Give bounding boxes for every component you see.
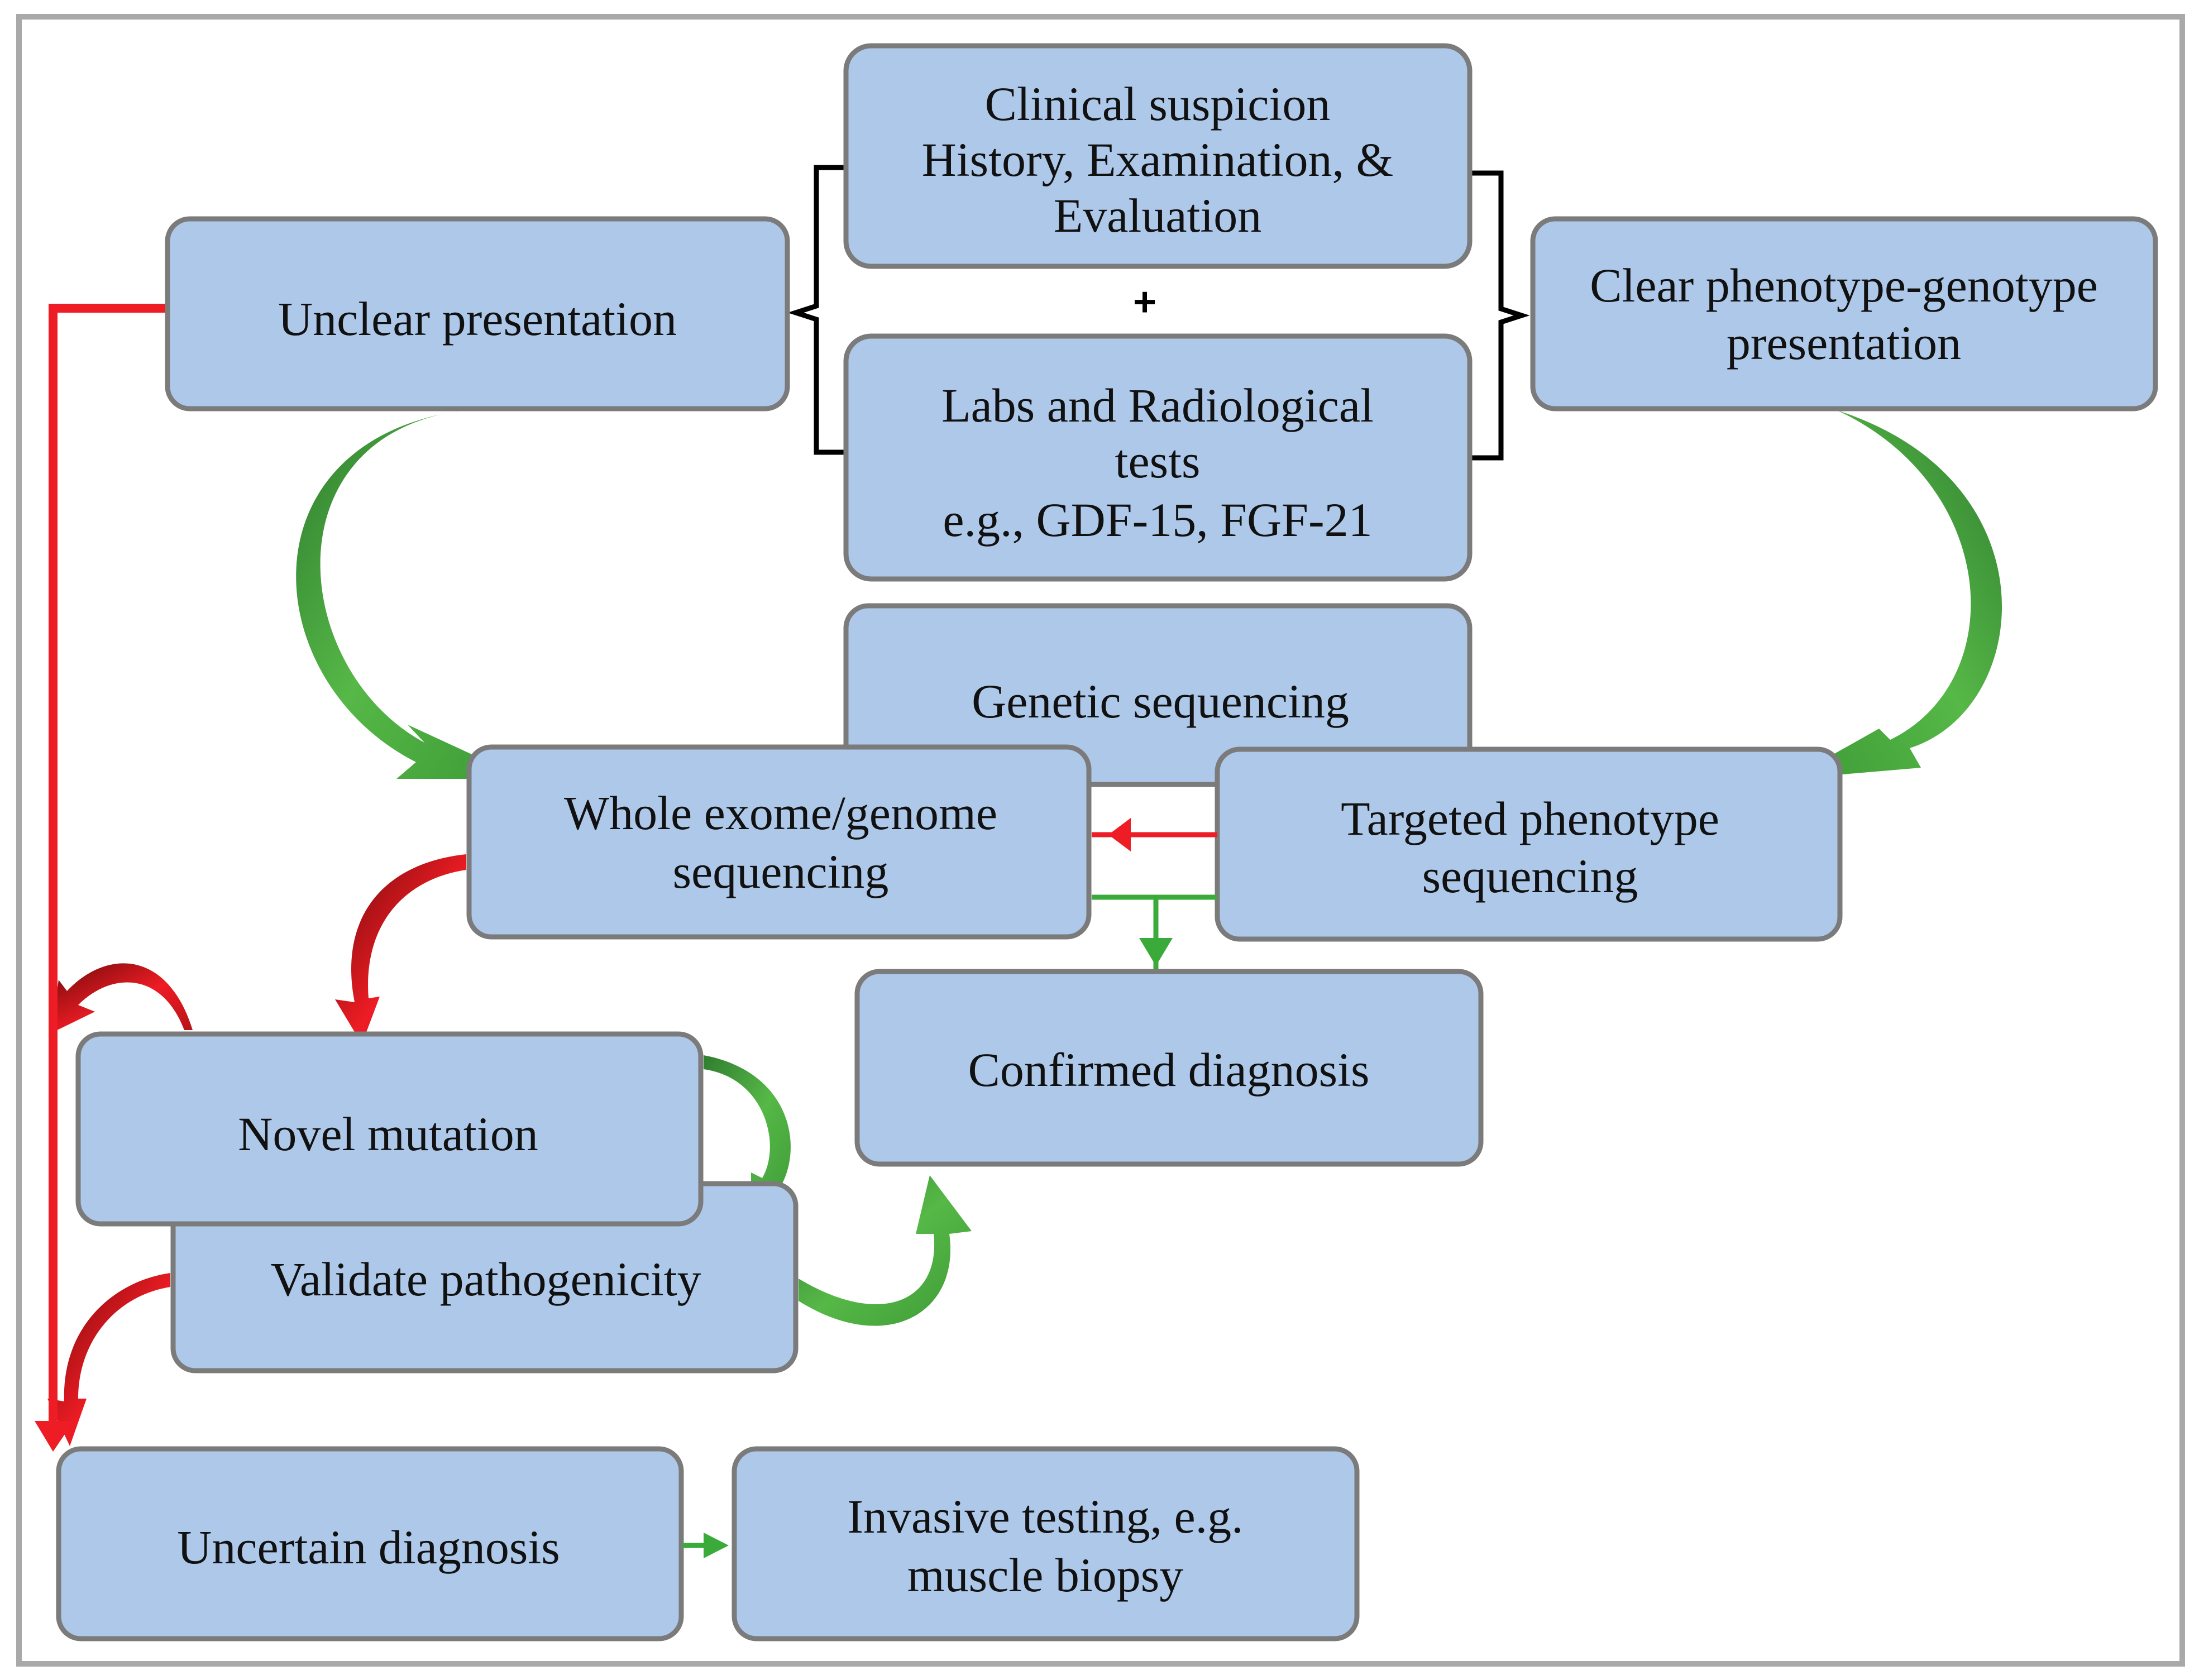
node-clear-phenotype-genotype: Clear phenotype-genotype presentation	[1530, 216, 2158, 411]
arrowhead-green-down	[1139, 938, 1173, 966]
genetic-sequencing-label: Genetic sequencing	[972, 674, 1349, 728]
node-targeted-phenotype: Targeted phenotype sequencing	[1215, 746, 1843, 942]
arrowhead-to-uncertain	[35, 1421, 74, 1452]
novel-mutation-label: Novel mutation	[238, 1107, 538, 1161]
node-invasive-testing: Invasive testing, e.g. muscle biopsy	[732, 1446, 1360, 1641]
curved-arrow-novel-to-validate	[704, 1055, 793, 1217]
clear-presentation-line-2: presentation	[1727, 316, 1961, 370]
invasive-testing-line-2: muscle biopsy	[907, 1548, 1183, 1602]
node-novel-mutation: Novel mutation	[75, 1031, 704, 1227]
arrowhead-green-right	[704, 1533, 729, 1558]
node-labs-radiological: Labs and Radiological tests e.g., GDF-15…	[843, 333, 1473, 582]
clinical-suspicion-line-1: Clinical suspicion	[985, 77, 1331, 131]
node-clinical-suspicion: Clinical suspicion History, Examination,…	[843, 43, 1473, 269]
node-confirmed-diagnosis: Confirmed diagnosis	[854, 969, 1484, 1167]
curved-arrow-validate-to-confirmed	[799, 1175, 972, 1326]
right-bracket	[1469, 170, 1530, 461]
clinical-suspicion-line-2: History, Examination, &	[922, 133, 1394, 186]
targeted-line-2: sequencing	[1422, 849, 1638, 903]
curved-arrow-novel-to-line	[51, 963, 193, 1033]
node-unclear-presentation: Unclear presentation	[165, 216, 790, 411]
labs-line-3: e.g., GDF-15, FGF-21	[943, 493, 1372, 547]
plus-sign: +	[1133, 280, 1156, 324]
clear-presentation-line-1: Clear phenotype-genotype	[1590, 259, 2098, 312]
clinical-suspicion-line-3: Evaluation	[1054, 189, 1262, 242]
labs-line-2: tests	[1115, 434, 1201, 488]
confirmed-diagnosis-label: Confirmed diagnosis	[968, 1043, 1370, 1097]
targeted-line-1: Targeted phenotype	[1341, 792, 1719, 845]
unclear-presentation-label: Unclear presentation	[278, 292, 677, 346]
uncertain-diagnosis-label: Uncertain diagnosis	[177, 1520, 560, 1574]
left-bracket	[787, 165, 846, 455]
node-uncertain-diagnosis: Uncertain diagnosis	[56, 1446, 684, 1641]
node-genetic-sequencing: Genetic sequencing	[843, 603, 1473, 787]
whole-exome-line-2: sequencing	[673, 845, 889, 898]
invasive-testing-line-1: Invasive testing, e.g.	[847, 1490, 1243, 1543]
whole-exome-line-1: Whole exome/genome	[564, 786, 997, 840]
arrowhead-red-left	[1108, 818, 1131, 851]
curved-arrow-clear-to-targeted	[1790, 410, 2002, 779]
curved-arrow-validate-to-uncertain	[47, 1273, 170, 1446]
labs-line-1: Labs and Radiological	[941, 379, 1374, 432]
curved-arrow-whole-to-novel	[335, 854, 466, 1044]
curved-arrow-unclear-to-whole	[296, 410, 525, 779]
validate-pathogenicity-label: Validate pathogenicity	[270, 1252, 701, 1306]
connector-unclear-to-uncertain	[49, 304, 168, 1429]
node-whole-exome-genome: Whole exome/genome sequencing	[466, 744, 1092, 940]
